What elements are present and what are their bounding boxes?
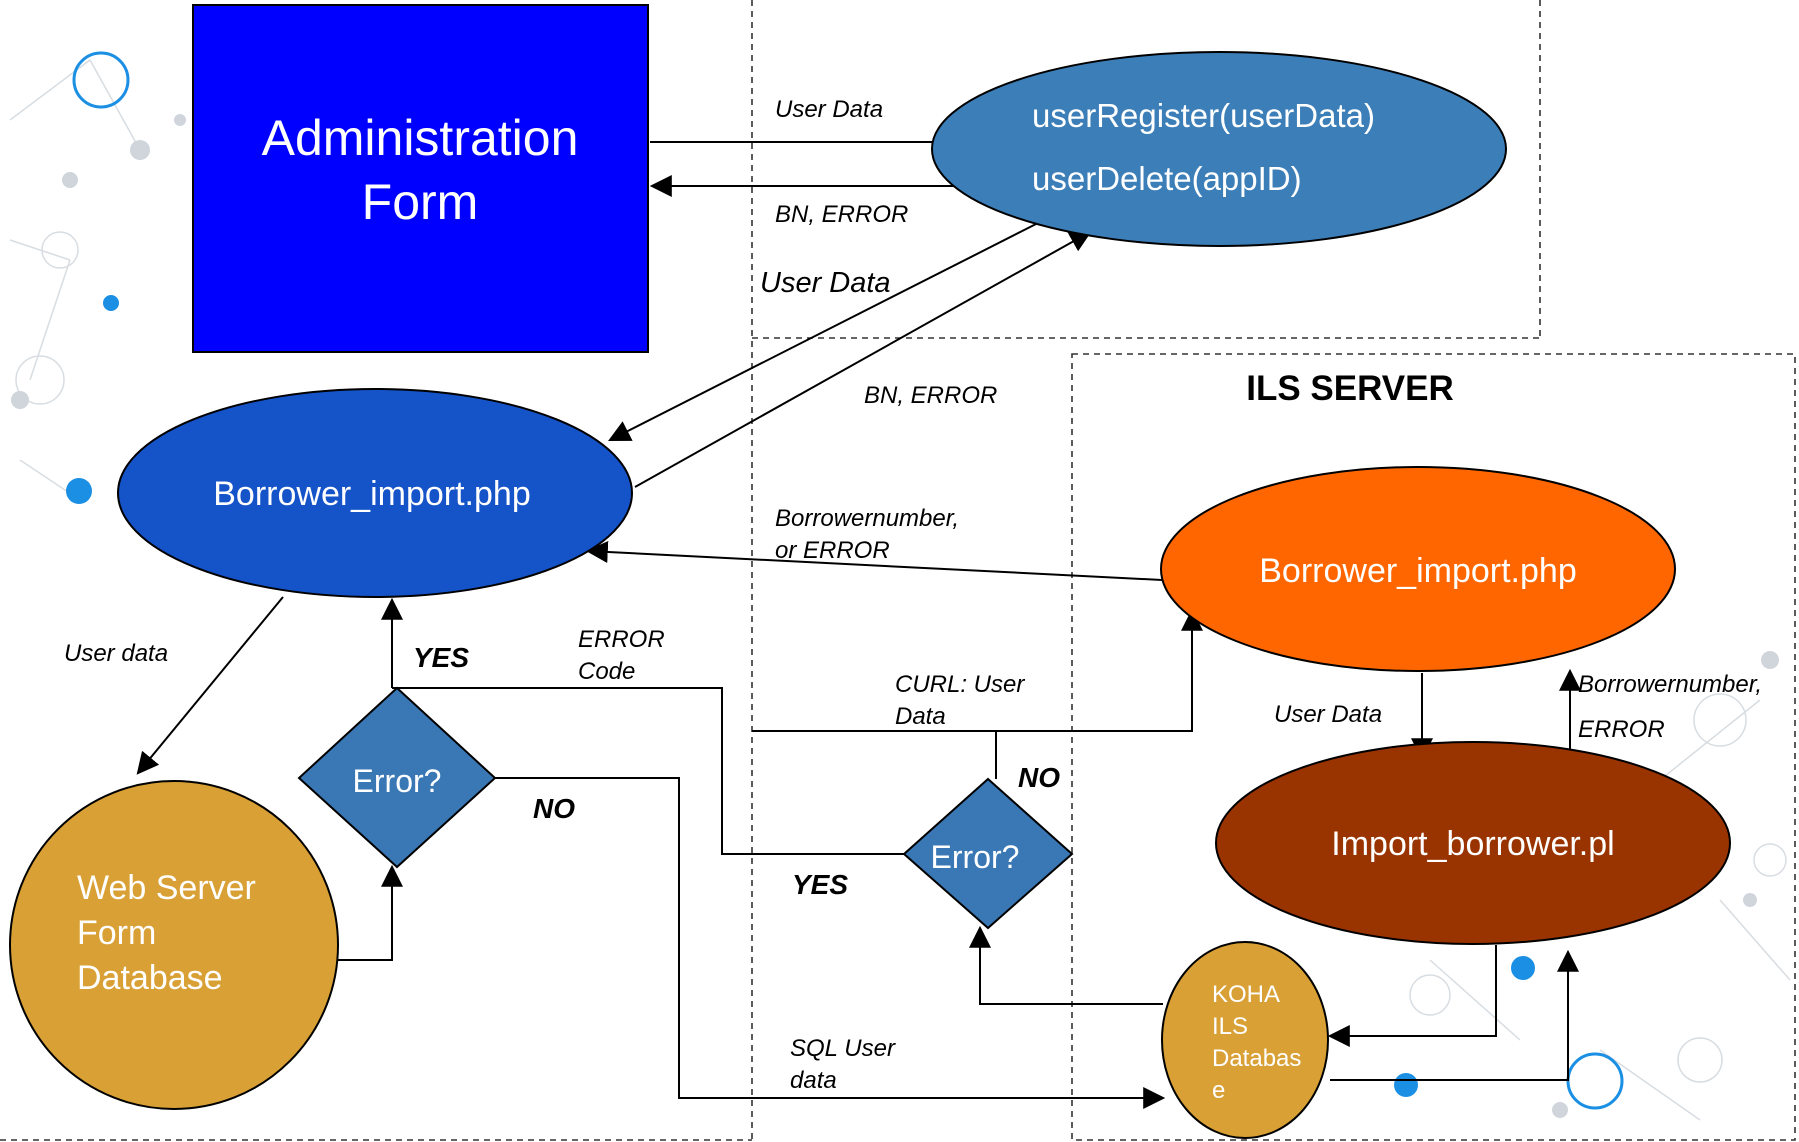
decision-web-no-label: NO: [533, 793, 575, 824]
edge-label-error-code-line2: Code: [578, 658, 635, 685]
decision-ils-yes-label: YES: [792, 869, 848, 900]
arrow-ils-to-web: [585, 541, 1163, 581]
admin-form-label-line1: Administration: [262, 110, 579, 166]
arrow-pl-to-koha: [1327, 945, 1497, 1047]
edge-label-pl-to-ils-line1: Borrowernumber,: [1578, 671, 1762, 698]
koha-db-label-line1: KOHA: [1212, 981, 1280, 1008]
koha-db-label-line4: e: [1212, 1077, 1225, 1104]
accent-dot-icon: [66, 478, 92, 504]
edge-label-ils-to-web-line1: Borrowernumber,: [775, 505, 959, 532]
background-network-decoration: [9, 59, 1791, 1121]
arrow-import-to-service: [634, 230, 1092, 488]
line-error-code: [392, 687, 907, 855]
arrow-koha-to-error: [969, 925, 1163, 1005]
edge-label-curl-line1: CURL: User: [895, 671, 1025, 698]
edge-label-sql-line1: SQL User: [790, 1035, 896, 1062]
koha-db-label-line3: Databas: [1212, 1045, 1301, 1072]
decision-web-yes-label: YES: [413, 642, 469, 673]
edge-label-pl-to-ils-line2: ERROR: [1578, 716, 1665, 743]
accent-dot-icon: [1511, 956, 1535, 980]
connectors: [136, 131, 1581, 1109]
web-db-label-line2: Form: [77, 914, 156, 952]
background-dots: [11, 114, 1779, 1118]
web-service-method-register: userRegister(userData): [1032, 97, 1375, 134]
edge-label-import-to-service: BN, ERROR: [864, 382, 997, 409]
arrow-webdb-to-error: [326, 864, 403, 961]
accent-dot-icon: [103, 295, 119, 311]
borrower-import-ils-ellipse: [1160, 466, 1676, 672]
error-decision-ils: [902, 777, 1074, 930]
arrow-service-to-import: [608, 221, 1041, 441]
web-db-circle: [9, 780, 339, 1110]
web-service-method-delete: userDelete(appID): [1032, 160, 1302, 197]
error-decision-web-label: Error?: [353, 763, 442, 799]
edge-label-service-to-admin: BN, ERROR: [775, 201, 908, 228]
admin-form-label-line2: Form: [362, 174, 479, 230]
error-decision-web: [297, 686, 497, 869]
web-service-ellipse: [931, 51, 1507, 247]
koha-db-ellipse: [1161, 941, 1329, 1139]
edge-label-service-to-import: User Data: [760, 267, 891, 299]
decision-ils-no-label: NO: [1018, 762, 1060, 793]
import-borrower-pl-label: Import_borrower.pl: [1331, 825, 1614, 863]
ils-server-boundary: [1071, 353, 1796, 1141]
accent-dot-icon: [1394, 1073, 1418, 1097]
borrower-import-ils-label: Borrower_import.php: [1259, 552, 1576, 590]
error-decision-ils-label: Error?: [931, 839, 1020, 875]
edge-label-error-code-line1: ERROR: [578, 626, 665, 653]
administration-form-box: [192, 4, 649, 353]
accent-ring-icon: [72, 51, 130, 109]
arrow-sql-user-data: [495, 777, 1166, 1109]
accent-ring-icon: [1566, 1052, 1624, 1110]
arrow-import-to-webdb: [136, 596, 284, 775]
arrow-curl-to-ils: [996, 608, 1203, 732]
edge-label-curl-line2: Data: [895, 703, 946, 730]
line-curl-left: [752, 730, 997, 779]
borrower-import-web-ellipse: [117, 388, 633, 598]
arrow-koha-to-pl: [1330, 949, 1579, 1081]
web-server-boundary: [0, 0, 1541, 1141]
edge-label-sql-line2: data: [790, 1067, 837, 1094]
import-borrower-pl-ellipse: [1215, 741, 1731, 945]
koha-db-label-line2: ILS: [1212, 1013, 1248, 1040]
edge-label-admin-to-service: User Data: [775, 96, 883, 123]
edge-label-ils-to-web-line2: or ERROR: [775, 537, 890, 564]
borrower-import-web-label: Borrower_import.php: [213, 475, 530, 513]
edge-label-import-to-webdb: User data: [64, 640, 168, 667]
edge-label-ils-to-pl: User Data: [1274, 701, 1382, 728]
ils-server-title: ILS SERVER: [1246, 369, 1453, 408]
web-db-label-line3: Database: [77, 959, 223, 997]
web-db-label-line1: Web Server: [77, 869, 256, 907]
